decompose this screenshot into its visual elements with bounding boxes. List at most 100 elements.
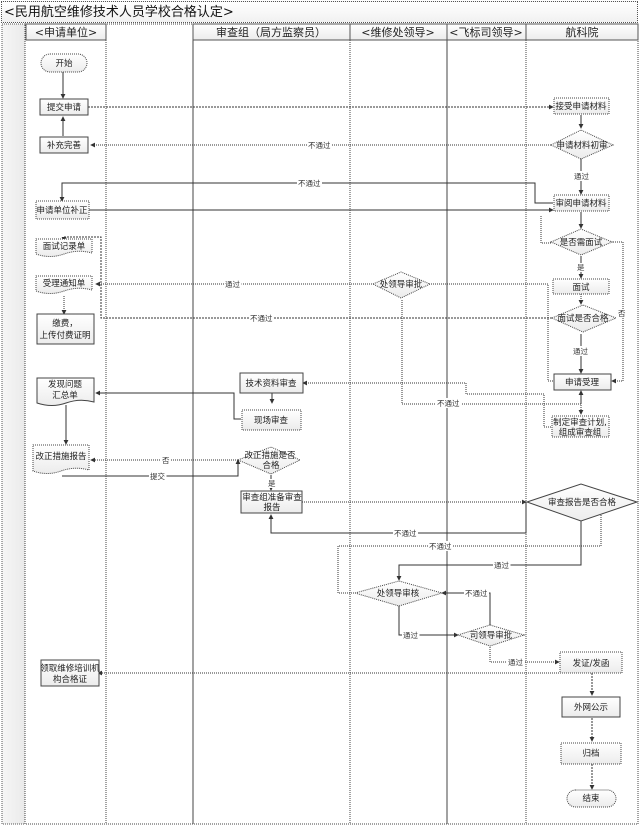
node-report-ok[interactable]: [525, 483, 639, 522]
node-onsite-review-label: 现场审查: [254, 415, 289, 426]
edge-label-division-approval-fail: 不通过: [437, 398, 460, 408]
edge-label-bg: [576, 263, 586, 272]
node-initial-review[interactable]: [549, 129, 615, 160]
node-accept-application[interactable]: [553, 373, 612, 391]
lane-gutter: [1, 23, 26, 825]
node-make-plan-label-2: 组成审查组: [559, 427, 602, 438]
edge-label-dept-pass: 通过: [508, 657, 523, 667]
node-dept-approval-label: 司领导审批: [470, 630, 513, 641]
edge-label-bg: [464, 588, 489, 598]
lane-dividers: [105, 24, 527, 824]
lane-header-aero-institute-box: [525, 23, 639, 41]
node-receive-materials[interactable]: [553, 97, 610, 115]
node-corrective-ok-label-2: 合格: [262, 460, 280, 471]
edge-label-dept-fail: 不通过: [465, 588, 488, 598]
node-issue-summary-label-2: 汇总单: [52, 390, 78, 401]
node-make-plan-label-1: 制定审查计划,: [553, 417, 607, 428]
node-accept-application-label: 申请受理: [565, 377, 600, 388]
edge-label-bg: [224, 279, 242, 289]
node-need-interview-label: 是否需面试: [560, 237, 603, 248]
node-interview-pass-label: 面试是否合格: [557, 313, 609, 324]
node-prepare-report-label-2: 报告: [263, 502, 280, 513]
lane-headers: <申请单位> 审查组（局方监察员） <维修处领导> <飞标司领导> 航科院: [25, 23, 639, 41]
edge-label-bg: [307, 140, 332, 150]
node-receive-certificate[interactable]: [40, 659, 100, 687]
edge-label-bg: [617, 309, 627, 318]
node-initial-review-label: 申请材料初审: [556, 140, 607, 151]
edge-label-interview-pass: 通过: [573, 346, 588, 356]
edge-label-bg: [161, 456, 171, 465]
edge-label-bg: [572, 346, 590, 356]
node-supplement[interactable]: [39, 136, 89, 154]
edge-label-corrective-yes: 是: [268, 479, 276, 488]
edge-label-bg: [507, 657, 525, 667]
edge-label-bg: [267, 479, 277, 488]
node-publish-label: 外网公示: [574, 702, 608, 713]
node-tech-doc-review[interactable]: [239, 372, 304, 394]
edge-label-initial-fail: 不通过: [308, 140, 331, 150]
edge-label-need-interview-no: 否: [618, 309, 626, 318]
node-interview[interactable]: [552, 278, 610, 295]
edge-label-bg: [428, 541, 453, 551]
node-corrective-ok[interactable]: [236, 446, 302, 475]
edge-label-bg: [573, 171, 591, 181]
node-report-ok-label: 审查报告是否合格: [548, 497, 617, 508]
edge-label-division-approval-pass: 通过: [225, 279, 240, 289]
node-archive-label: 归档: [582, 748, 599, 759]
node-corrective-report[interactable]: [32, 444, 90, 474]
node-interview-label: 面试: [572, 282, 590, 293]
node-payment[interactable]: [36, 313, 95, 345]
node-start-label: 开始: [55, 58, 73, 69]
node-receive-materials-label: 接受申请材料: [555, 101, 607, 112]
edge-label-need-interview-yes: 是: [577, 263, 585, 272]
node-corrective-ok-label-1: 改正措施是否: [244, 450, 296, 461]
edge-label-bg: [436, 398, 461, 408]
node-interview-pass[interactable]: [550, 304, 618, 333]
edge-label-bg: [149, 471, 167, 481]
diagram-title: <民用航空维修技术人员学校合格认定>: [1, 1, 638, 23]
node-corrective-report-label: 改正措施报告: [35, 451, 86, 462]
connectors: [59, 72, 624, 790]
edge-label-bg: [393, 528, 418, 538]
node-applicant-correction[interactable]: [35, 200, 90, 220]
lane-header-aero-institute: 航科院: [566, 25, 599, 39]
node-archive[interactable]: [560, 742, 622, 765]
node-acceptance-notice-label: 受理通知单: [43, 278, 86, 289]
edge-label-report-pass: 通过: [494, 560, 509, 570]
edge-label-report-fail: 不通过: [394, 528, 417, 538]
node-division-review-label: 处领导审核: [377, 588, 420, 599]
edge-label-bg: [493, 560, 511, 570]
node-issue-certificate[interactable]: [559, 651, 623, 674]
edge-label-interview-fail: 不通过: [250, 313, 273, 323]
node-division-review[interactable]: [353, 580, 444, 607]
node-onsite-review[interactable]: [241, 409, 302, 431]
edge-label-initial-pass: 通过: [574, 171, 589, 181]
node-submit-application[interactable]: [39, 98, 89, 116]
node-end[interactable]: [566, 789, 617, 808]
edge-label-corrective-no: 否: [162, 456, 170, 465]
lane-header-applicant-box: [25, 23, 107, 41]
node-acceptance-notice[interactable]: [35, 275, 93, 294]
node-supplement-label: 补充完善: [47, 140, 82, 151]
node-payment-label-1: 缴费，: [52, 318, 78, 329]
edge-label-bg: [249, 313, 274, 323]
lane-header-flight-std-leader: <飞标司领导>: [449, 25, 522, 39]
node-issue-summary-label-1: 发现问题: [48, 379, 83, 390]
node-issue-summary[interactable]: [36, 377, 95, 406]
node-interview-record[interactable]: [35, 238, 93, 257]
node-review-materials[interactable]: [553, 194, 610, 212]
node-need-interview[interactable]: [549, 228, 614, 256]
lane-header-maint-leader: <维修处领导>: [361, 25, 434, 39]
node-prepare-report[interactable]: [240, 490, 303, 514]
node-applicant-correction-label: 申请单位补正: [36, 205, 88, 216]
node-publish[interactable]: [561, 696, 621, 718]
node-division-approval[interactable]: [371, 271, 432, 299]
node-make-plan[interactable]: [551, 415, 610, 438]
node-dept-approval[interactable]: [456, 624, 526, 647]
node-issue-certificate-label: 发证/发函: [573, 658, 610, 669]
node-review-materials-label: 审阅申请材料: [555, 198, 607, 209]
node-interview-record-label: 面试记录单: [43, 241, 86, 252]
node-start[interactable]: [40, 53, 88, 73]
